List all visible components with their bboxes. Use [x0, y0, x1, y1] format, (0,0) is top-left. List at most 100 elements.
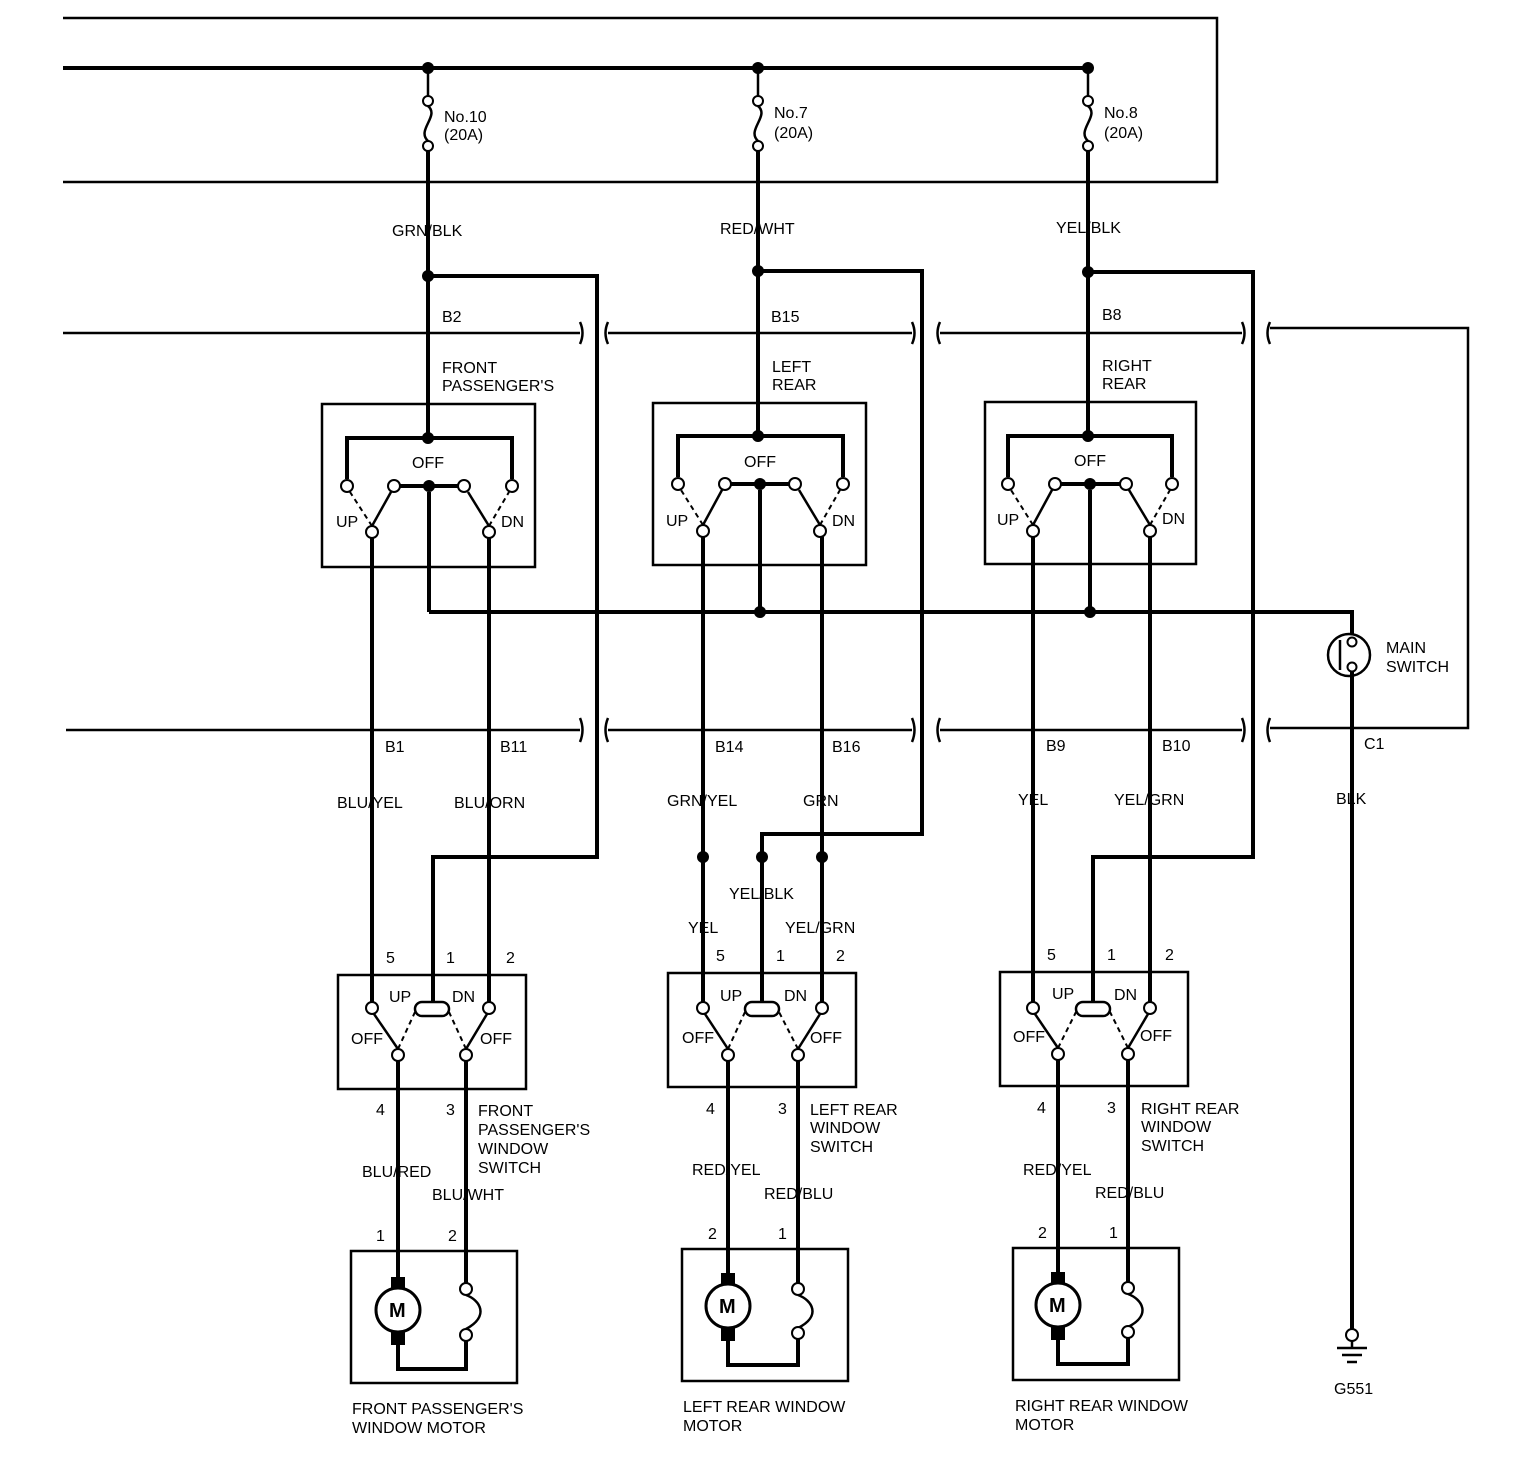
master-lr-off: OFF — [744, 454, 776, 471]
ws-front-off-left: OFF — [351, 1031, 383, 1048]
ws-rr-off-right: OFF — [1140, 1028, 1172, 1045]
ws-lr-label-1: LEFT REAR — [810, 1102, 898, 1119]
ws-front-pin2: 2 — [506, 950, 515, 967]
main-switch-common-line — [427, 490, 1354, 636]
window-switch-front-passenger: 5 1 2 UP DN OFF OFF 4 3 FRONT PASSENGER'… — [336, 950, 590, 1283]
master-rr-up: UP — [997, 512, 1019, 529]
ws-rr-pin1: 1 — [1107, 947, 1116, 964]
motor-rr-symbol: M — [1049, 1295, 1066, 1317]
ground-label: G551 — [1334, 1381, 1373, 1398]
connector-b14: B14 — [715, 739, 744, 756]
window-switch-right-rear: 5 1 2 UP DN OFF OFF 4 3 RIGHT REAR WINDO… — [998, 947, 1239, 1282]
motor-left-rear: 2 1 M LEFT REAR WINDOW MOTOR — [680, 1226, 850, 1435]
main-switch: MAIN SWITCH C1 BLK — [1326, 632, 1449, 1329]
wire-rr-motor-a: RED/YEL — [1023, 1162, 1092, 1179]
feed-wire-color-left-rear: RED/WHT — [720, 221, 795, 238]
master-lr-dn: DN — [832, 513, 855, 530]
fuse-no10-name: No.10 — [444, 109, 487, 126]
motor-front-label-1: FRONT PASSENGER'S — [352, 1401, 523, 1418]
ws-rr-off-left: OFF — [1013, 1029, 1045, 1046]
ws-front-label-1: FRONT — [478, 1103, 533, 1120]
master-switch-front-title-2: PASSENGER'S — [442, 378, 554, 395]
ws-lr-dn: DN — [784, 988, 807, 1005]
motor-front-symbol: M — [389, 1300, 406, 1322]
master-switch-rr-title-2: REAR — [1102, 376, 1146, 393]
ws-rr-label-1: RIGHT REAR — [1141, 1101, 1239, 1118]
motor-right-rear: 2 1 M RIGHT REAR WINDOW MOTOR — [1011, 1225, 1189, 1434]
motor-front-passenger: 1 2 M FRONT PASSENGER'S WINDOW MOTOR — [349, 1228, 523, 1437]
wire-front-dn: BLU/ORN — [454, 795, 525, 812]
ws-lr-pin1: 1 — [776, 948, 785, 965]
motor-lr-label-1: LEFT REAR WINDOW — [683, 1399, 846, 1416]
master-switch-left-rear: LEFT REAR OFF UP DN — [651, 359, 868, 567]
ws-lr-off-left: OFF — [682, 1030, 714, 1047]
feed-wires: GRN/BLK RED/WHT YEL/BLK — [392, 151, 1255, 1008]
fuse-box-bus — [63, 16, 1219, 184]
motor-rr-label-1: RIGHT REAR WINDOW — [1015, 1398, 1189, 1415]
motor-lr-pin-a: 2 — [708, 1226, 717, 1243]
wire-lr-up: GRN/YEL — [667, 793, 737, 810]
connector-b16: B16 — [832, 739, 861, 756]
wire-lr-motor-a: RED/YEL — [692, 1162, 761, 1179]
feed-wire-color-right-rear: YEL/BLK — [1056, 220, 1121, 237]
wire-front-motor-a: BLU/RED — [362, 1164, 431, 1181]
ws-rr-pin5: 5 — [1047, 947, 1056, 964]
motor-rr-label-2: MOTOR — [1015, 1417, 1074, 1434]
ws-rr-label-3: SWITCH — [1141, 1138, 1204, 1155]
right-rear-window-wires: B9 B10 YEL YEL/GRN — [1018, 537, 1191, 1002]
connector-b10: B10 — [1162, 738, 1191, 755]
ws-front-pin3: 3 — [446, 1102, 455, 1119]
ws-front-off-right: OFF — [480, 1031, 512, 1048]
ws-lr-pin4: 4 — [706, 1101, 715, 1118]
master-switch-lr-title-2: REAR — [772, 377, 816, 394]
motor-rr-pin-b: 1 — [1109, 1225, 1118, 1242]
ws-front-pin1: 1 — [446, 950, 455, 967]
ws-front-dn: DN — [452, 989, 475, 1006]
motor-lr-symbol: M — [719, 1296, 736, 1318]
wire-rr-up: YEL — [1018, 792, 1048, 809]
fuse-no7-rating: (20A) — [774, 125, 813, 142]
connector-b15: B15 — [771, 309, 800, 326]
wire-rr-motor-b: RED/BLU — [1095, 1185, 1164, 1202]
fuse-no8: No.8 (20A) — [1082, 68, 1143, 152]
fuse-no7-name: No.7 — [774, 105, 808, 122]
ws-rr-pin2: 2 — [1165, 947, 1174, 964]
connector-b1: B1 — [385, 739, 405, 756]
motor-front-pin-b: 2 — [448, 1228, 457, 1245]
fuse-no8-name: No.8 — [1104, 105, 1138, 122]
ws-front-up: UP — [389, 989, 411, 1006]
ws-rr-label-2: WINDOW — [1141, 1119, 1212, 1136]
window-switch-left-rear: 5 1 2 UP DN OFF OFF 4 3 LEFT REAR WINDOW… — [666, 948, 898, 1283]
master-lr-up: UP — [666, 513, 688, 530]
ws-lr-pin2: 2 — [836, 948, 845, 965]
ws-front-pin4: 4 — [376, 1102, 385, 1119]
master-rr-off: OFF — [1074, 453, 1106, 470]
ws-lr-label-2: WINDOW — [810, 1120, 881, 1137]
motor-front-label-2: WINDOW MOTOR — [352, 1420, 486, 1437]
wire-lr-up-lower: YEL — [688, 920, 718, 937]
ws-front-pin5: 5 — [386, 950, 395, 967]
ws-front-label-3: WINDOW — [478, 1141, 549, 1158]
ws-front-label-2: PASSENGER'S — [478, 1122, 590, 1139]
master-connector-lines: B2 B15 B8 — [63, 307, 1470, 743]
front-window-wires: B1 B11 BLU/YEL BLU/ORN — [337, 538, 527, 1002]
fuse-no8-rating: (20A) — [1104, 125, 1143, 142]
wire-rr-dn: YEL/GRN — [1114, 792, 1184, 809]
main-switch-label-1: MAIN — [1386, 640, 1426, 657]
wire-front-motor-b: BLU/WHT — [432, 1187, 504, 1204]
wire-lr-feed-lower: YEL/BLK — [729, 886, 794, 903]
connector-b2: B2 — [442, 309, 462, 326]
master-switch-right-rear: RIGHT REAR OFF UP DN — [983, 358, 1198, 566]
ws-rr-pin3: 3 — [1107, 1100, 1116, 1117]
ws-lr-pin3: 3 — [778, 1101, 787, 1118]
master-switch-front-passenger: FRONT PASSENGER'S OFF UP DN — [320, 360, 554, 569]
master-rr-dn: DN — [1162, 511, 1185, 528]
ws-front-label-4: SWITCH — [478, 1160, 541, 1177]
connector-b11: B11 — [500, 739, 527, 756]
ws-lr-label-3: SWITCH — [810, 1139, 873, 1156]
wire-lr-motor-b: RED/BLU — [764, 1186, 833, 1203]
motor-rr-pin-a: 2 — [1038, 1225, 1047, 1242]
master-front-up: UP — [336, 514, 358, 531]
connector-b8: B8 — [1102, 307, 1122, 324]
